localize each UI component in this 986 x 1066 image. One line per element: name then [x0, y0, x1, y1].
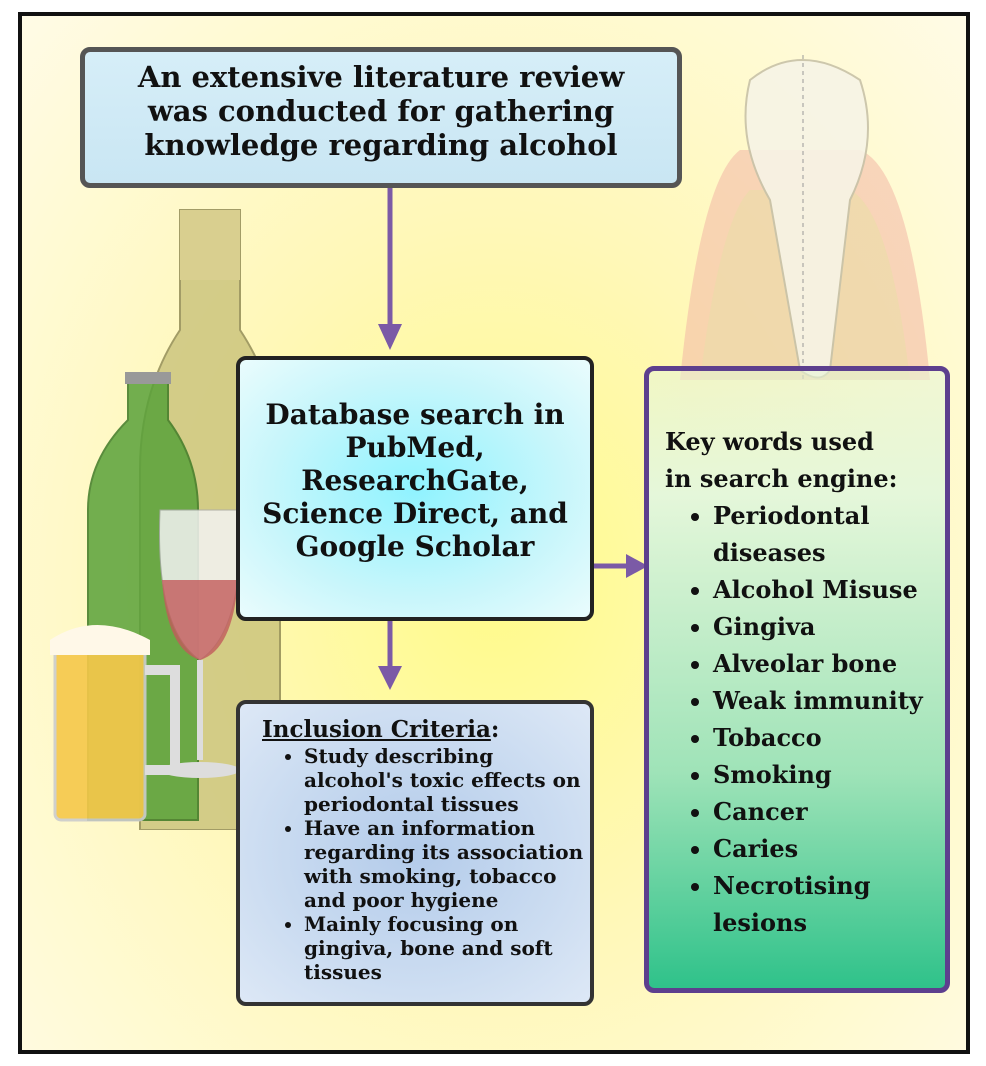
keyword-item: Alveolar bone — [713, 645, 945, 682]
keyword-item: Smoking — [713, 756, 945, 793]
top-line-3: knowledge regarding alcohol — [144, 128, 618, 162]
db-line-3: ResearchGate, — [301, 464, 529, 497]
inclusion-colon: : — [490, 716, 500, 743]
keyword-item: Weak immunity — [713, 682, 945, 719]
keyword-item: Necrotising lesions — [713, 867, 945, 941]
arrow-right — [594, 554, 648, 578]
top-line-1: An extensive literature review — [137, 60, 625, 94]
inclusion-item: Have an information regarding its associ… — [304, 816, 590, 912]
db-line-2: PubMed, — [345, 431, 485, 464]
keywords-box: Key words used in search engine: Periodo… — [644, 366, 950, 993]
database-search-box: Database search in PubMed, ResearchGate,… — [236, 356, 594, 621]
inclusion-item: Study describing alcohol's toxic effects… — [304, 744, 590, 816]
inclusion-item: Mainly focusing on gingiva, bone and sof… — [304, 912, 590, 984]
db-line-5: Google Scholar — [295, 530, 535, 563]
top-line-2: was conducted for gathering — [147, 94, 615, 128]
inclusion-criteria-box: Inclusion Criteria: Study describing alc… — [236, 700, 594, 1006]
keywords-heading: Key words used in search engine: — [665, 427, 898, 493]
literature-review-box: An extensive literature review was condu… — [80, 47, 682, 188]
keyword-item: Periodontal diseases — [713, 497, 945, 571]
keyword-item: Gingiva — [713, 608, 945, 645]
keyword-item: Alcohol Misuse — [713, 571, 945, 608]
inclusion-list: Study describing alcohol's toxic effects… — [262, 744, 590, 984]
arrow-down-1 — [378, 186, 402, 350]
tooth-illustration — [680, 55, 930, 380]
arrow-down-2 — [378, 620, 402, 690]
db-line-4: Science Direct, and — [262, 497, 568, 530]
inclusion-heading: Inclusion Criteria — [262, 716, 491, 743]
keywords-list: Periodontal diseases Alcohol Misuse Ging… — [665, 497, 945, 941]
keyword-item: Caries — [713, 830, 945, 867]
db-line-1: Database search in — [265, 398, 565, 431]
keyword-item: Tobacco — [713, 719, 945, 756]
keyword-item: Cancer — [713, 793, 945, 830]
